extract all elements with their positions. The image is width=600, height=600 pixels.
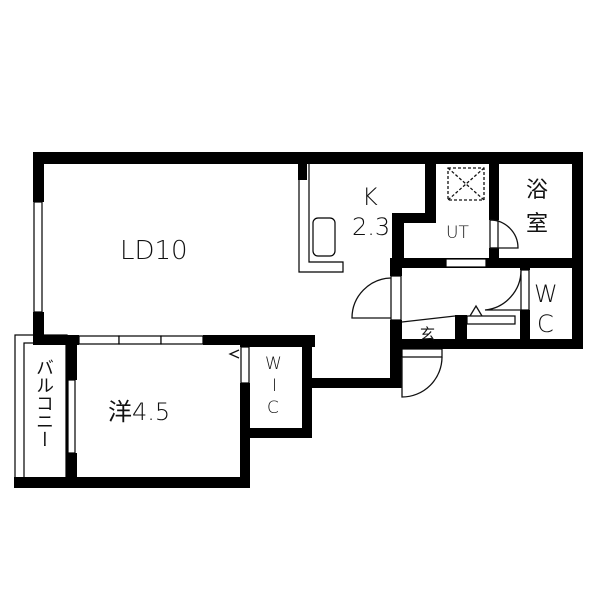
room-label-wc-1: W	[534, 280, 558, 308]
wall-ut-bottom	[392, 258, 582, 268]
storage-marker	[469, 304, 483, 317]
wall-western-left-top	[66, 335, 77, 380]
room-label-ut: UT	[446, 223, 469, 243]
door-swing-hall	[351, 277, 392, 319]
wall-wc-left-top	[520, 258, 530, 270]
room-label-ld: LD10	[120, 236, 188, 266]
wall-hall-bottom	[302, 378, 392, 388]
kitchen-counter	[298, 160, 344, 273]
room-label-kitchen-size: 2.3	[352, 213, 391, 241]
wall-k-ut-lower	[392, 213, 404, 268]
wall-left-upper	[33, 152, 44, 202]
door-entrance	[401, 348, 443, 358]
room-label-bath-1: 浴	[526, 178, 549, 203]
room-label-wc-2: C	[537, 310, 554, 338]
kitchen-sink	[312, 217, 336, 257]
room-label-wic-3: C	[267, 398, 279, 418]
door-swing-bath	[489, 219, 519, 249]
entrance-step-line	[401, 315, 456, 323]
room-label-bath-2: 室	[526, 212, 549, 237]
door-swing-entrance	[401, 356, 443, 398]
wall-ut-bath	[489, 160, 499, 220]
room-label-western: 洋4.5	[108, 398, 171, 426]
door-bath	[489, 219, 499, 249]
wall-ld-bottom-left	[33, 335, 79, 345]
wall-hall-left-top	[390, 258, 402, 276]
room-label-balcony: バルコニー	[33, 358, 54, 448]
room-label-wic-1: W	[265, 354, 282, 374]
wall-left-lower	[33, 312, 44, 342]
room-label-entrance: 玄	[420, 325, 436, 343]
wall-bottom-right	[390, 339, 583, 349]
wall-bottom-left	[14, 477, 250, 488]
wall-right	[572, 152, 583, 349]
door-swing-wc	[484, 269, 522, 311]
door-wc	[520, 269, 530, 311]
room-label-wic-2: I	[272, 376, 278, 396]
door-hall	[390, 275, 402, 321]
window-ld-left	[33, 201, 43, 313]
sliding-door-panel-2	[118, 335, 162, 345]
wall-wc-left-bottom	[520, 310, 530, 349]
window-western	[67, 379, 76, 454]
washer-cross-1	[447, 167, 485, 201]
shoe-cabinet	[466, 315, 516, 325]
wall-kitchen-left	[298, 160, 307, 180]
wall-k-ut-step	[402, 213, 436, 223]
washer-cross-2	[447, 167, 485, 201]
door-marker	[228, 349, 240, 359]
door-wic	[240, 346, 250, 384]
sliding-door-panel-1	[78, 335, 120, 345]
washer-space	[447, 167, 485, 201]
wall-k-ut-upper	[425, 160, 436, 215]
wall-western-left-bottom	[66, 453, 77, 483]
wall-hall-left-bottom	[390, 320, 402, 388]
wall-wic-bottom	[240, 428, 312, 438]
balcony-inner	[23, 342, 67, 479]
wall-wic-top	[240, 337, 315, 347]
wall-entrance-right	[455, 315, 467, 349]
wall-top	[33, 152, 583, 164]
sliding-door-panel-3	[160, 335, 204, 345]
door-ut-hall	[445, 258, 487, 268]
room-label-kitchen-name: K	[362, 183, 378, 211]
